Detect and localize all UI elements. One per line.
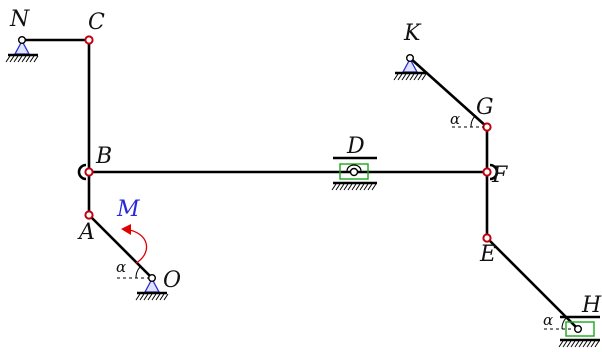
angle-label-H: α: [543, 311, 553, 329]
label-N: N: [9, 7, 30, 32]
angle-label-G: α: [450, 110, 460, 128]
slider-block-D: [339, 163, 369, 180]
joint-cap-F: [489, 163, 499, 181]
support-K: [393, 54, 427, 81]
pin-N: [18, 36, 27, 45]
angle-mark-H: α: [543, 311, 575, 330]
label-A: A: [77, 220, 95, 245]
moment-arrowhead: [121, 224, 131, 235]
label-K: K: [403, 21, 422, 46]
label-M: M: [116, 197, 140, 222]
angle-mark-O: α: [116, 258, 149, 279]
angle-arc-O: [135, 266, 141, 279]
pin-D: [349, 167, 359, 177]
moment-M: [121, 224, 148, 264]
joint-G: [482, 122, 492, 132]
joint-B: [84, 167, 94, 177]
label-O: O: [163, 268, 181, 293]
slider-H: [558, 315, 600, 348]
joint-C: [84, 35, 94, 45]
support-N: [5, 36, 39, 63]
label-C: C: [88, 10, 105, 35]
label-B: B: [95, 144, 112, 169]
pin-H: [574, 325, 583, 334]
link-KG: [408, 56, 489, 129]
ground-hatch-D: [331, 183, 377, 191]
joint-cap-B: [77, 163, 87, 181]
label-E: E: [479, 242, 496, 267]
pin-O: [147, 274, 156, 283]
label-F: F: [491, 163, 508, 188]
link-EH: [485, 236, 580, 331]
ground-hatch-H: [558, 340, 600, 348]
angle-mark-G: α: [450, 110, 484, 128]
angle-arc-H: [561, 317, 567, 330]
joint-F: [482, 167, 492, 177]
moment-arc: [129, 229, 148, 264]
support-O: [135, 274, 169, 301]
label-D: D: [346, 134, 365, 159]
ground-hatch-K: [393, 73, 427, 81]
joint-A: [84, 210, 94, 220]
pin-K: [406, 54, 415, 63]
angle-label-O: α: [116, 258, 126, 276]
ground-hatch-N: [5, 55, 39, 63]
slider-block-H: [565, 321, 595, 337]
ground-hatch-O: [135, 293, 169, 301]
slider-D: [331, 156, 377, 191]
link-AO: [87, 213, 154, 280]
joint-E: [482, 233, 492, 243]
angle-arc-G: [470, 115, 476, 128]
label-H: H: [581, 293, 602, 318]
label-G: G: [476, 95, 494, 120]
slider-arc-D: [346, 164, 362, 172]
